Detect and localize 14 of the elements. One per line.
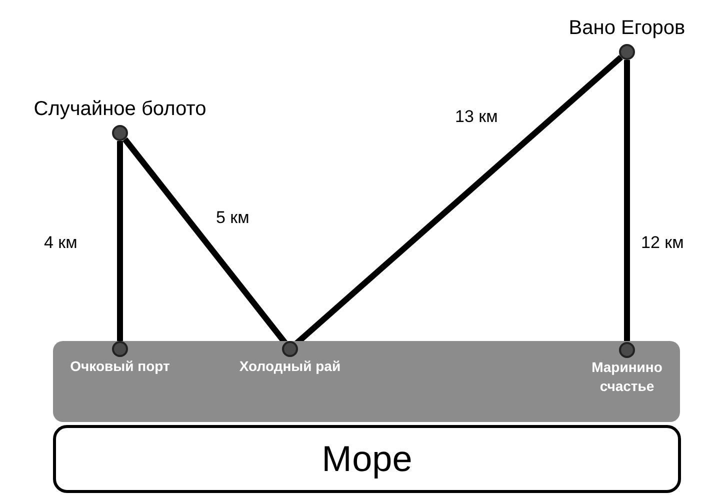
sea-box [53,425,681,493]
distance-label: 13 км [455,107,498,127]
coast-band [53,341,680,422]
route-line [624,60,630,342]
place-name: Очковый порт [69,357,171,376]
place-name: Вано Егоров [568,17,686,40]
distance-label: 5 км [216,208,250,228]
place-name: Случайное болото [34,98,206,121]
place-name: Холодный рай [238,357,342,376]
sea-name: Море [322,438,412,480]
distance-label: 4 км [44,233,78,253]
place-name: Маринино счастье [590,358,664,396]
route-line [117,141,123,341]
distance-label: 12 км [641,233,684,253]
